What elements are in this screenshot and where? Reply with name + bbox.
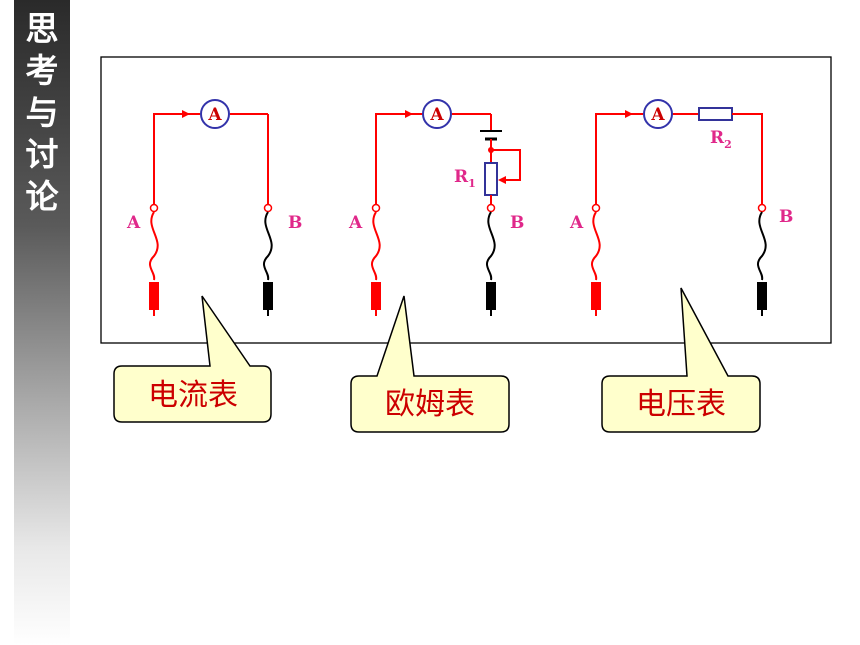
callout-bubble bbox=[350, 295, 510, 433]
ammeter-symbol: A bbox=[650, 105, 665, 125]
terminal-a bbox=[371, 203, 381, 213]
wire bbox=[153, 113, 200, 205]
current-arrow bbox=[625, 110, 633, 118]
sidebar-title: 思 考 与 讨 论 bbox=[14, 8, 70, 218]
terminal-label-a: A bbox=[348, 213, 363, 233]
resistor-r2 bbox=[698, 107, 733, 121]
callout-bubble bbox=[113, 295, 272, 423]
probe-lead-red bbox=[591, 211, 601, 281]
sidebar: 思 考 与 讨 论 bbox=[14, 0, 70, 645]
probe-black bbox=[263, 282, 273, 310]
terminal-a bbox=[149, 203, 159, 213]
sidebar-title-char: 讨 bbox=[25, 135, 59, 174]
ammeter-circle bbox=[643, 99, 673, 129]
callout-voltmeter: 电压表 bbox=[601, 287, 761, 433]
circuit-voltmeter: A R2 A B bbox=[569, 99, 793, 316]
wire bbox=[595, 113, 643, 205]
slider-arrow bbox=[498, 176, 506, 184]
callout-label: 电流表 bbox=[148, 378, 238, 413]
callout-label: 电压表 bbox=[636, 387, 726, 422]
ammeter-circle bbox=[200, 99, 230, 129]
callout-ohmmeter: 欧姆表 bbox=[350, 295, 510, 433]
probe-red bbox=[371, 282, 381, 310]
resistor-label-r1: R1 bbox=[454, 167, 476, 190]
terminal-b bbox=[263, 203, 273, 213]
sidebar-title-char: 思 bbox=[25, 9, 59, 48]
terminal-a bbox=[591, 203, 601, 213]
probe-lead-black bbox=[263, 211, 273, 281]
probe-lead-black bbox=[757, 211, 767, 281]
wire bbox=[375, 113, 423, 205]
terminal-label-b: B bbox=[288, 213, 302, 233]
callout-bubble bbox=[601, 287, 761, 433]
circuit-ammeter: A A B bbox=[126, 99, 302, 316]
diagram-frame bbox=[100, 56, 832, 344]
wire bbox=[732, 113, 763, 205]
terminal-label-b: B bbox=[510, 213, 524, 233]
terminal-label-a: A bbox=[126, 213, 141, 233]
probe-lead-red bbox=[149, 211, 159, 281]
ammeter-circle bbox=[422, 99, 452, 129]
probe-red bbox=[149, 282, 159, 310]
ammeter-symbol: A bbox=[207, 105, 222, 125]
terminal-b bbox=[757, 203, 767, 213]
resistor-label-r2: R2 bbox=[710, 128, 732, 151]
terminal-label-b: B bbox=[779, 207, 793, 227]
slider-wire bbox=[491, 149, 521, 181]
callout-ammeter: 电流表 bbox=[113, 295, 272, 423]
sidebar-title-char: 考 bbox=[25, 51, 59, 90]
probe-black bbox=[486, 282, 496, 310]
callout-label: 欧姆表 bbox=[385, 387, 475, 422]
probe-lead-red bbox=[371, 211, 381, 281]
current-arrow bbox=[405, 110, 413, 118]
probe-black bbox=[757, 282, 767, 310]
sidebar-title-char: 与 bbox=[25, 93, 59, 132]
sidebar-title-char: 论 bbox=[25, 177, 59, 216]
ammeter-symbol: A bbox=[429, 105, 444, 125]
circuit-ohmmeter: A R1 A B bbox=[348, 99, 524, 316]
resistor-r1 bbox=[484, 162, 498, 196]
terminal-label-a: A bbox=[569, 213, 584, 233]
terminal-b bbox=[486, 203, 496, 213]
probe-lead-black bbox=[486, 211, 496, 281]
probe-red bbox=[591, 282, 601, 310]
current-arrow bbox=[182, 110, 190, 118]
